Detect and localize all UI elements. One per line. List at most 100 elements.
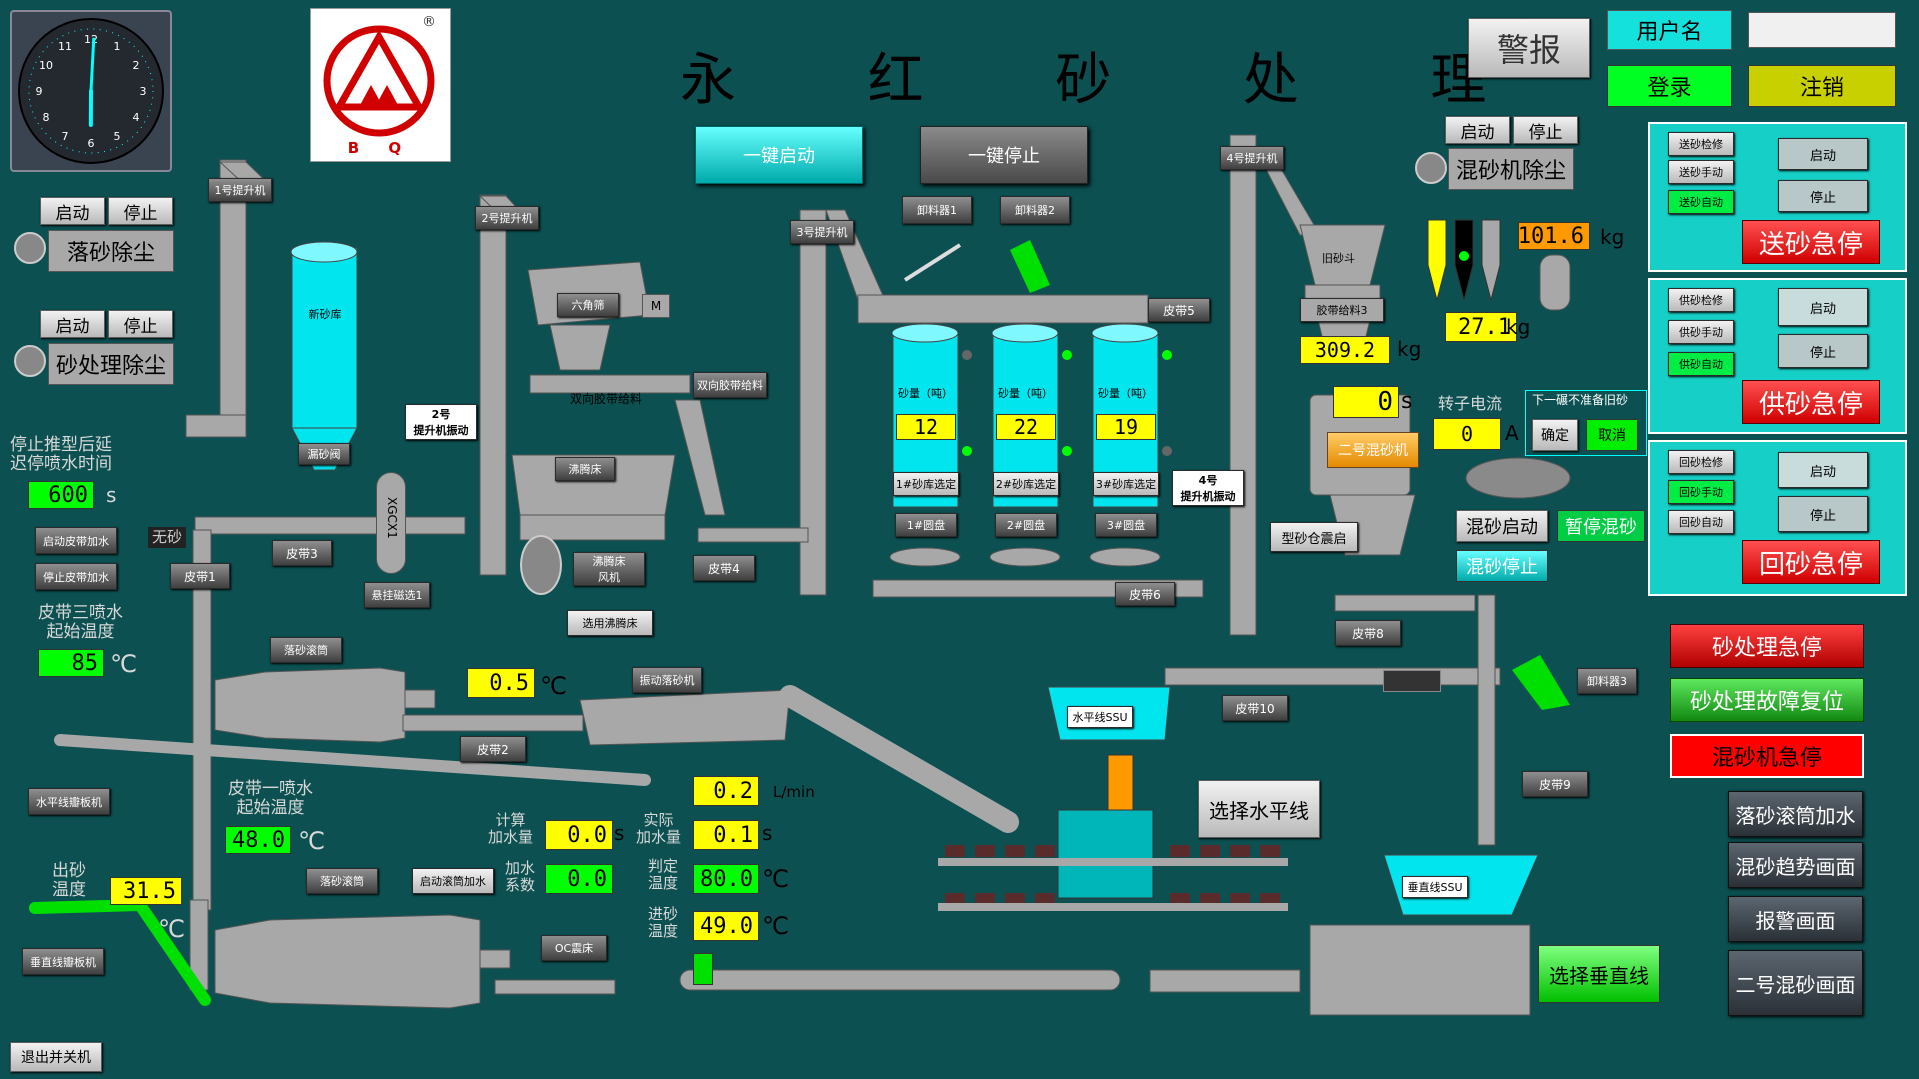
send-sand-mode-manual[interactable]: 送砂手动 [1668, 160, 1734, 184]
mold-sand-shake-button[interactable]: 型砂仓震启 [1270, 522, 1358, 552]
disc-1-label[interactable]: 1#圆盘 [895, 513, 957, 537]
one-key-stop-button[interactable]: 一键停止 [920, 126, 1088, 184]
oc-shake-label[interactable]: OC震床 [541, 935, 607, 961]
supply-sand-mode-manual[interactable]: 供砂手动 [1668, 320, 1734, 344]
mixer-2-screen-nav-button[interactable]: 二号混砂画面 [1728, 950, 1863, 1016]
unloader-1-label[interactable]: 卸料器1 [902, 196, 972, 224]
stop-belt-water-button[interactable]: 停止皮带加水 [35, 563, 117, 590]
belt5-label[interactable]: 皮带5 [1148, 298, 1210, 322]
belt3-label[interactable]: 皮带3 [272, 540, 332, 566]
belt1-label[interactable]: 皮带1 [170, 563, 230, 589]
drum-2-label[interactable]: 落砂滚筒 [306, 868, 378, 894]
elevator-3-label[interactable]: 3号提升机 [790, 220, 854, 244]
out-sand-temp-value[interactable]: 31.5 [110, 877, 182, 905]
select-horizontal-line-button[interactable]: 选择水平线 [1198, 780, 1320, 838]
sand-proc-dust-start[interactable]: 启动 [40, 310, 105, 338]
mixer-dust-start[interactable]: 启动 [1445, 116, 1510, 144]
mixer-dust-stop[interactable]: 停止 [1513, 116, 1578, 144]
return-sand-mode-auto[interactable]: 回砂自动 [1668, 510, 1734, 534]
leak-valve-button[interactable]: 漏砂阀 [298, 443, 350, 465]
belt10-label[interactable]: 皮带10 [1222, 695, 1288, 721]
mixer-estop-button[interactable]: 混砂机急停 [1670, 734, 1864, 778]
stop-delay-value[interactable]: 600 [28, 481, 94, 509]
horizontal-plate-machine[interactable]: 水平线瓣板机 [28, 788, 110, 815]
supply-sand-panel: 供砂检修 供砂手动 供砂自动 启动 停止 供砂急停 [1648, 278, 1907, 434]
fall-sand-dust-stop[interactable]: 停止 [108, 197, 173, 225]
start-drum-water-button[interactable]: 启动滚筒加水 [412, 868, 494, 894]
return-sand-estop-button[interactable]: 回砂急停 [1742, 540, 1880, 584]
logout-button[interactable]: 注销 [1748, 65, 1896, 107]
suspended-magnet-label[interactable]: 悬挂磁选1 [364, 582, 430, 608]
elevator-4-label[interactable]: 4号提升机 [1220, 146, 1284, 170]
silo-2-select[interactable]: 2#砂库选定 [993, 472, 1059, 496]
unloader-3-label[interactable]: 卸料器3 [1577, 668, 1637, 694]
pause-mix-button[interactable]: 暂停混砂 [1557, 510, 1645, 542]
one-key-start-button[interactable]: 一键启动 [695, 126, 863, 184]
return-sand-start-button[interactable]: 启动 [1778, 452, 1868, 488]
drum-1-label[interactable]: 落砂滚筒 [270, 637, 342, 663]
supply-sand-start-button[interactable]: 启动 [1778, 288, 1868, 326]
elevator-1-label[interactable]: 1号提升机 [208, 178, 272, 202]
elevator-4-vibration-label[interactable]: 4号 提升机振动 [1172, 470, 1244, 506]
exit-shutdown-button[interactable]: 退出并关机 [10, 1042, 102, 1072]
fall-sand-dust-start[interactable]: 启动 [40, 197, 105, 225]
clock-number: 8 [42, 111, 49, 124]
boil-bed-label[interactable]: 沸腾床 [555, 457, 615, 481]
supply-sand-estop-button[interactable]: 供砂急停 [1742, 380, 1880, 424]
vertical-plate-machine[interactable]: 垂直线瓣板机 [22, 948, 104, 975]
silo-3-select[interactable]: 3#砂库选定 [1093, 472, 1159, 496]
boil-fan-label[interactable]: 沸腾床 风机 [573, 552, 645, 586]
send-sand-mode-auto[interactable]: 送砂自动 [1668, 190, 1734, 214]
alarm-screen-nav-button[interactable]: 报警画面 [1728, 896, 1863, 942]
mix-start-button[interactable]: 混砂启动 [1456, 510, 1548, 542]
dropdown-icon[interactable] [1383, 670, 1441, 692]
confirm-button[interactable]: 确定 [1532, 419, 1578, 451]
drum-temp-value[interactable]: 0.5 [467, 668, 535, 698]
horizontal-ssu-label[interactable]: 水平线SSU [1067, 706, 1133, 728]
judge-temp-value[interactable]: 80.0 [693, 864, 759, 894]
dual-feed-button[interactable]: 双向胶带给料 [693, 372, 767, 398]
send-sand-mode-maintenance[interactable]: 送砂检修 [1668, 132, 1734, 156]
start-belt-water-button[interactable]: 启动皮带加水 [35, 527, 117, 554]
username-input[interactable] [1748, 12, 1896, 48]
belt2-label[interactable]: 皮带2 [460, 736, 526, 762]
belt4-label[interactable]: 皮带4 [693, 555, 755, 581]
disc-3-label[interactable]: 3#圆盘 [1095, 513, 1157, 537]
select-vertical-line-button[interactable]: 选择垂直线 [1538, 945, 1660, 1003]
coef-water-value[interactable]: 0.0 [545, 864, 613, 894]
return-sand-stop-button[interactable]: 停止 [1778, 496, 1868, 532]
mix-stop-button[interactable]: 混砂停止 [1456, 550, 1548, 582]
send-sand-stop-button[interactable]: 停止 [1778, 180, 1868, 212]
drum-water-nav-button[interactable]: 落砂滚筒加水 [1728, 791, 1863, 837]
elevator-2-label[interactable]: 2号提升机 [475, 206, 539, 230]
alarm-button[interactable]: 警报 [1468, 18, 1590, 78]
sand-proc-estop-button[interactable]: 砂处理急停 [1670, 624, 1864, 668]
send-sand-estop-button[interactable]: 送砂急停 [1742, 220, 1880, 264]
return-sand-mode-maintenance[interactable]: 回砂检修 [1668, 450, 1734, 474]
supply-sand-stop-button[interactable]: 停止 [1778, 334, 1868, 368]
silo-1-select[interactable]: 1#砂库选定 [893, 472, 959, 496]
belt-feeder-3-label[interactable]: 胶带给料3 [1300, 298, 1384, 322]
belt8-label[interactable]: 皮带8 [1335, 620, 1401, 646]
login-button[interactable]: 登录 [1607, 65, 1732, 107]
elevator-2-vibration-label[interactable]: 2号 提升机振动 [405, 404, 477, 440]
return-sand-mode-manual[interactable]: 回砂手动 [1668, 480, 1734, 504]
belt6-label[interactable]: 皮带6 [1115, 582, 1175, 606]
send-sand-start-button[interactable]: 启动 [1778, 138, 1868, 170]
disc-2-label[interactable]: 2#圆盘 [995, 513, 1057, 537]
fault-reset-button[interactable]: 砂处理故障复位 [1670, 678, 1864, 722]
select-boil-bed-button[interactable]: 选用沸腾床 [567, 610, 653, 636]
belt3-temp-value[interactable]: 85 [38, 649, 104, 677]
supply-sand-mode-maintenance[interactable]: 供砂检修 [1668, 288, 1734, 312]
belt1-temp-value[interactable]: 48.0 [225, 826, 291, 854]
belt9-label[interactable]: 皮带9 [1522, 771, 1588, 797]
mixer-2-button[interactable]: 二号混砂机 [1327, 432, 1419, 468]
vibrating-shakeout-label[interactable]: 振动落砂机 [632, 667, 702, 693]
vertical-ssu-label[interactable]: 垂直线SSU [1402, 876, 1468, 898]
cancel-button[interactable]: 取消 [1586, 419, 1638, 451]
supply-sand-mode-auto[interactable]: 供砂自动 [1668, 352, 1734, 376]
unloader-2-label[interactable]: 卸料器2 [1000, 196, 1070, 224]
mixing-trend-nav-button[interactable]: 混砂趋势画面 [1728, 842, 1863, 888]
sand-proc-dust-stop[interactable]: 停止 [108, 310, 173, 338]
hex-screen-label[interactable]: 六角筛 [557, 293, 619, 317]
